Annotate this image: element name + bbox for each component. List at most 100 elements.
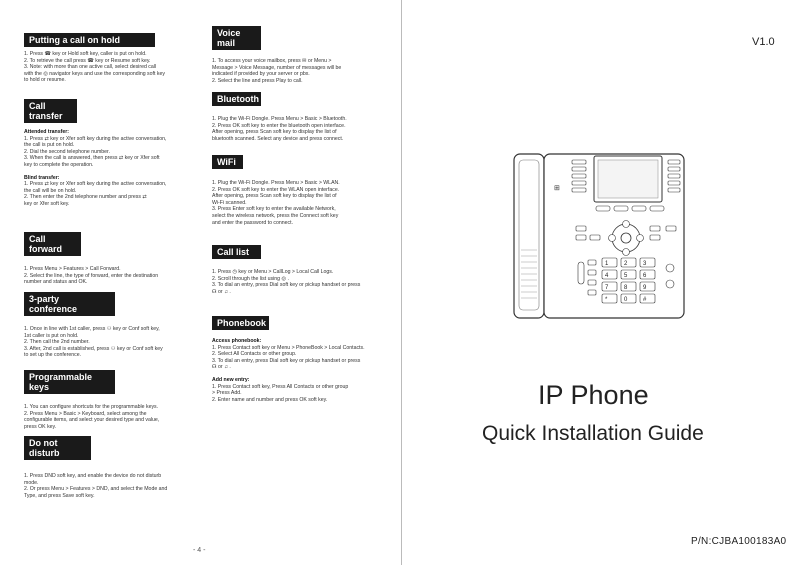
text-line: 1. Press ◷ key or Menu > CallLog > Local… [212, 269, 334, 275]
text-line: 2. Then enter the 2nd telephone number a… [24, 194, 147, 201]
section-transfer: Call transfer Attended transfer: 1. Pres… [24, 99, 166, 208]
handset [513, 153, 545, 319]
text-line: bluetooth scanned. Select any device and… [212, 135, 344, 142]
cover-subtitle: Quick Installation Guide [482, 422, 704, 445]
text-line: 1. To access your voice mailbox, press ✉… [212, 58, 332, 64]
keypad-key-label: 9 [643, 285, 647, 291]
section-title: Programmable keys [24, 370, 115, 394]
text-line: 1. Press Menu > Features > Call Forward. [24, 266, 121, 272]
text-line: 1. You can configure shortcuts for the p… [24, 404, 159, 410]
text-line: 2. Press OK soft key to enter the blueto… [212, 122, 346, 129]
section-body: 1. Plug the Wi-Fi Dongle. Press Menu > B… [212, 180, 340, 226]
section-body: 1. Press ◷ key or Menu > CallLog > Local… [212, 269, 360, 295]
section-title: Voice mail [212, 26, 261, 50]
text-line: 2. Select the line, the type of forward,… [24, 272, 159, 279]
keypad-key-label: 0 [624, 297, 628, 303]
text-line: 3. When the call is answered, then press… [24, 155, 160, 162]
text-line: 3. After, 2nd call is established, press… [24, 345, 163, 352]
subheading: Access phonebook: [212, 338, 262, 344]
text-line: 2. Scroll through the list using ◎ . [212, 275, 289, 282]
text-line: 1. Plug the Wi-Fi Dongle. Press Menu > B… [212, 116, 347, 122]
text-line: 2. Dial the second telephone number. [24, 148, 110, 155]
section-body: Access phonebook: 1. Press Contact soft … [212, 338, 365, 403]
section-programmable: Programmable keys 1. You can configure s… [24, 370, 159, 430]
cover-title: IP Phone [538, 380, 649, 410]
text-line: the call is put on hold. [24, 142, 75, 149]
section-forward: Call forward 1. Press Menu > Features > … [24, 232, 158, 286]
text-line: mode. [24, 479, 39, 486]
text-line: 2. To retrieve the call press ☎ key or R… [24, 57, 151, 64]
text-line: press OK key. [24, 423, 57, 430]
text-line: 2. Enter name and number and press OK so… [212, 396, 328, 403]
section-conference: 3-party conference 1. Once in line with … [24, 292, 163, 359]
keypad-key [620, 281, 637, 292]
version-label: V1.0 [752, 36, 775, 48]
section-calllist: Call list 1. Press ◷ key or Menu > CallL… [212, 242, 360, 295]
section-body: 1. Press Menu > Features > Call Forward.… [24, 266, 158, 286]
keypad-key [601, 293, 618, 304]
section-title: Bluetooth [212, 92, 261, 106]
text-line: 3. To dial an entry, press Dial soft key… [212, 282, 361, 289]
ip-phone-illustration: ⊞ [513, 153, 685, 319]
page-number: - 4 - [193, 547, 206, 554]
subheading: Blind transfer: [24, 174, 60, 181]
text-line: key or Xfer soft key. [24, 200, 70, 207]
text-line: 3. To dial an entry, press Dial soft key… [212, 357, 361, 364]
text-line: ☊ or ♫ . [212, 288, 231, 295]
keypad-key [601, 281, 618, 292]
text-line: number and status and OK. [24, 279, 88, 286]
keypad-key [639, 293, 656, 304]
part-number: P/N:CJBA100183A0 [691, 536, 787, 547]
section-body: Attended transfer: 1. Press ⇄ key or Xfe… [24, 129, 166, 208]
keypad-key [639, 257, 656, 268]
text-line: 2. Select All Contacts or other group. [212, 351, 297, 358]
keypad-key-label: 4 [605, 273, 609, 279]
text-line: 2. Or press Menu > Features > DND, and s… [24, 486, 168, 493]
keypad-key-label: 2 [624, 261, 628, 267]
text-line: 1. Press Contact soft key, Press All Con… [212, 383, 349, 390]
text-line: configurable items, and select your desi… [24, 417, 160, 424]
keypad-key-label: 5 [624, 273, 628, 279]
keypad-key [620, 293, 637, 304]
section-body: 1. Press DND soft key, and enable the de… [24, 473, 167, 499]
keypad-key-label: 8 [624, 285, 628, 291]
text-line: indicated if provided by your server or … [212, 71, 310, 78]
section-title: Call transfer [24, 99, 77, 123]
keypad-key-label: 1 [605, 261, 609, 267]
section-wifi: WiFi 1. Plug the Wi-Fi Dongle. Press Men… [212, 152, 340, 226]
section-body: 1. To access your voice mailbox, press ✉… [212, 58, 341, 84]
section-body: 1. You can configure shortcuts for the p… [24, 404, 159, 430]
section-phonebook: Phonebook Access phonebook: 1. Press Con… [212, 313, 365, 403]
section-voicemail: Voice mail 1. To access your voice mailb… [212, 26, 341, 84]
section-title: Call forward [24, 232, 81, 256]
text-line: 1st caller is put on hold. [24, 332, 79, 339]
section-bluetooth: Bluetooth 1. Plug the Wi-Fi Dongle. Pres… [212, 89, 347, 142]
text-line: 1. Once in line with 1st caller, press ⚇… [24, 326, 160, 332]
text-line: > Press Add. [212, 390, 242, 397]
text-line: 1. Press ⇄ key or Xfer soft key during t… [24, 135, 167, 142]
text-line: 1. Plug the Wi-Fi Dongle. Press Menu > B… [212, 180, 340, 186]
text-line: 3. Press Enter soft key to enter the ava… [212, 206, 336, 213]
subheading: Attended transfer: [24, 129, 69, 135]
text-line: After opening, press Scan soft key to di… [212, 129, 337, 136]
text-line: ☊ or ♫ . [212, 364, 231, 371]
section-dnd: Do not disturb 1. Press DND soft key, an… [24, 436, 167, 499]
keypad-key [601, 269, 618, 280]
keypad-key-label: 6 [643, 273, 647, 279]
keypad-key [639, 269, 656, 280]
text-line: 1. Press ☎ key or Hold soft key, caller … [24, 51, 147, 57]
keypad-key [620, 269, 637, 280]
keypad-key [639, 281, 656, 292]
text-line: 1. Press ⇄ key or Xfer soft key during t… [24, 181, 167, 188]
text-line: to hold or resume. [24, 77, 66, 84]
keypad-key-label: 3 [643, 261, 647, 267]
subheading: Add new entry: [212, 376, 250, 383]
page-divider [401, 0, 402, 565]
section-hold: Putting a call on hold 1. Press ☎ key or… [24, 30, 165, 84]
text-line: 2. Press OK soft key to enter the WLAN o… [212, 186, 340, 193]
text-line: select the wireless network, press the C… [212, 212, 339, 219]
section-title: Call list [212, 245, 261, 259]
text-line: 1. Press Contact soft key or Menu > Phon… [212, 344, 365, 351]
keypad-key-label: # [643, 297, 647, 303]
text-line: Wi-Fi scanned. [212, 199, 247, 206]
